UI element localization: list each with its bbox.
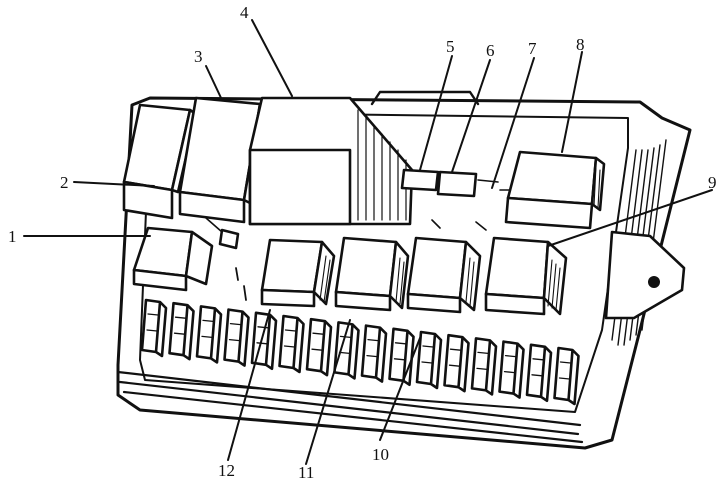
callout-4: 4 [240, 3, 249, 22]
callout-12: 12 [218, 461, 235, 480]
connector-5 [400, 168, 440, 192]
fuse-blade-mark [476, 351, 489, 371]
connector-6 [436, 170, 478, 198]
leader-4 [251, 19, 293, 97]
leader-12 [227, 309, 271, 461]
relay-9 [484, 236, 568, 316]
leader-11 [305, 319, 351, 465]
callout-7: 7 [528, 39, 537, 58]
fuse-blade-mark [503, 354, 517, 374]
fuse-blade-mark [311, 332, 324, 351]
fuse-blade-mark [558, 361, 572, 380]
leader-7 [491, 57, 535, 189]
relay-4 [248, 96, 414, 226]
fuse [140, 298, 168, 358]
fuse [443, 333, 470, 393]
leader-5 [419, 55, 453, 171]
relay-8 [504, 150, 606, 230]
callout-8: 8 [576, 35, 585, 54]
fuse [223, 308, 250, 367]
cable-slots [235, 267, 247, 301]
top-handle [370, 90, 480, 106]
leader-2 [73, 181, 155, 187]
fuse-blade-mark [201, 319, 214, 339]
fuse-blade-mark [173, 316, 187, 335]
fuse-blade-mark [228, 322, 242, 342]
leader-10 [379, 337, 421, 441]
fuse [388, 327, 415, 387]
fuse [305, 317, 333, 377]
leader-6 [451, 59, 491, 173]
relay-11 [334, 236, 410, 312]
leader-3 [205, 65, 223, 101]
fuse [360, 324, 388, 383]
callout-11: 11 [298, 463, 314, 482]
fuse-blade-mark [531, 358, 544, 377]
fuse [415, 330, 443, 390]
fuse [525, 343, 553, 403]
mounting-bracket [604, 230, 686, 320]
fuse [470, 337, 498, 396]
fuse [168, 301, 195, 361]
callout-9: 9 [708, 173, 717, 192]
relay-12 [260, 238, 336, 308]
fuse [553, 346, 580, 406]
fuse [278, 314, 305, 374]
callout-1: 1 [8, 227, 17, 246]
leader-lines [23, 19, 713, 465]
fuse-blade-mark [366, 338, 379, 358]
callout-6: 6 [486, 41, 495, 60]
leader-9 [547, 189, 713, 247]
callout-labels: 1 2 3 4 5 6 7 8 9 10 11 12 [8, 3, 717, 482]
fuse-blade-mark [256, 326, 269, 345]
relay-1 [132, 226, 214, 292]
callout-3: 3 [194, 47, 203, 66]
fuse-holder-7 [431, 179, 511, 231]
fuse-blade-mark [283, 329, 297, 348]
mounting-hole [648, 276, 660, 288]
fuse [498, 340, 525, 399]
fuse [195, 305, 223, 364]
fuse-blade-mark [393, 342, 407, 361]
relay-10 [406, 236, 482, 314]
base-edge-lines [116, 370, 584, 444]
callout-2: 2 [60, 173, 69, 192]
fuse-blade-mark [146, 313, 159, 332]
callout-5: 5 [446, 37, 455, 56]
leader-8 [561, 51, 583, 153]
relay-post [205, 217, 240, 250]
fuse-blade-mark [448, 348, 462, 367]
fuse-row [140, 298, 580, 406]
fuse-blade-mark [421, 345, 434, 364]
callout-10: 10 [372, 445, 389, 464]
